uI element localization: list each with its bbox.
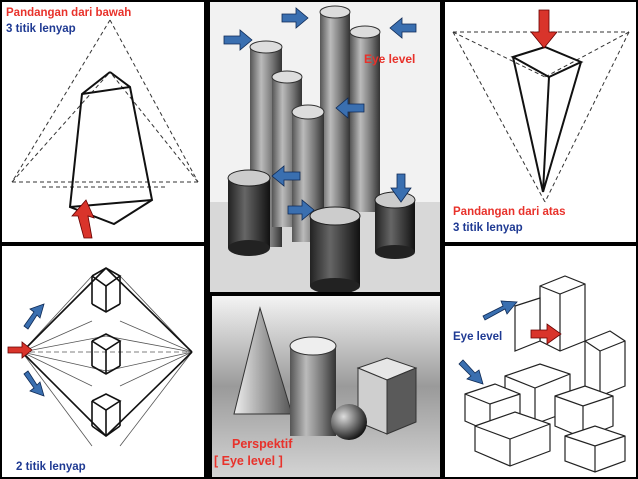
panel-two-point: 2 titik lenyap — [2, 246, 204, 477]
panel-cylinders: Eye level — [210, 2, 440, 292]
arrow-right-icon — [223, 29, 253, 51]
cylinders-eye-level-label: Eye level — [364, 52, 416, 66]
arrow-right-icon — [530, 323, 562, 345]
panel-bottom-view: Pandangan dari bawah 3 titik lenyap — [2, 2, 204, 242]
two-point-boxes-drawing — [21, 267, 193, 447]
blocks-arrows — [458, 300, 562, 385]
still-life-drawing — [212, 296, 440, 477]
arrow-down-icon — [530, 9, 558, 49]
bottom-view-title: Pandangan dari bawah — [6, 7, 132, 19]
top-view-subtitle: 3 titik lenyap — [453, 222, 523, 234]
panel-still-life: Perspektif [ Eye level ] — [212, 296, 440, 477]
pyramid-top-view-drawing — [452, 31, 630, 203]
arrow-left-icon — [271, 165, 301, 187]
eye-level-bracket-label: [ Eye level ] — [214, 454, 283, 468]
blocks-eye-level-label: Eye level — [453, 331, 503, 343]
top-view-title: Pandangan dari atas — [453, 206, 566, 218]
arrow-left-icon — [389, 17, 417, 39]
two-point-arrows — [7, 303, 45, 397]
stacked-blocks-drawing — [464, 275, 626, 473]
arrow-up-icon — [482, 300, 518, 321]
still-life-subtitle: [ Eye level ] — [214, 454, 283, 468]
arrow-up-icon — [23, 303, 45, 330]
arrow-right-icon — [7, 341, 33, 359]
arrow-down-icon — [23, 370, 45, 397]
arrow-up-icon — [71, 199, 95, 239]
arrow-right-icon — [287, 199, 315, 221]
arrow-down-icon — [390, 173, 412, 203]
eye-level-arrows — [223, 7, 417, 221]
arrow-left-icon — [335, 97, 365, 119]
panel-top-view: Pandangan dari atas 3 titik lenyap — [445, 2, 636, 242]
panel-blocks: Eye level — [445, 246, 636, 477]
two-point-label: 2 titik lenyap — [16, 461, 86, 473]
pyramid-bottom-view-drawing — [11, 19, 199, 226]
arrow-down-icon — [458, 359, 484, 385]
bottom-view-subtitle: 3 titik lenyap — [6, 23, 76, 35]
arrow-right-icon — [281, 7, 309, 29]
still-life-title: Perspektif — [232, 437, 293, 451]
